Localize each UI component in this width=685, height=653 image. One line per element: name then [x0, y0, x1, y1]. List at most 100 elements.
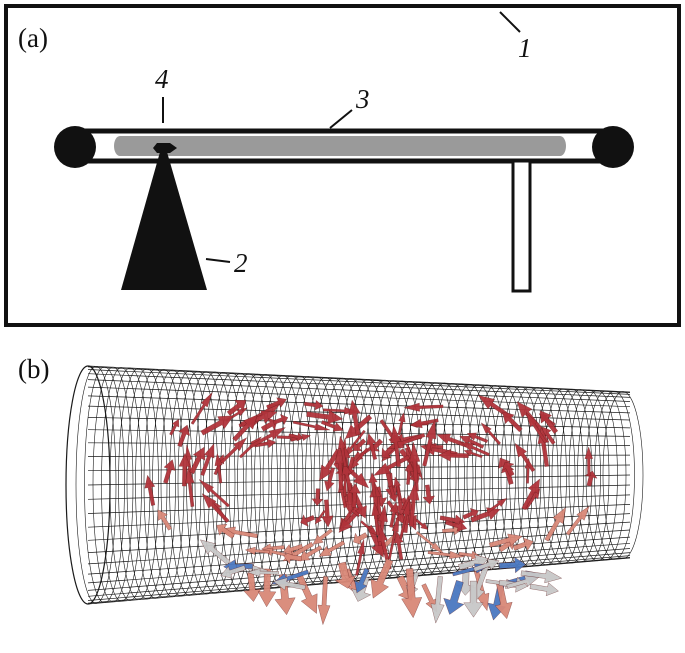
flow-arrow — [422, 484, 435, 505]
tube-end-ball-left — [54, 126, 96, 168]
flow-arrow — [388, 512, 400, 560]
tube-meniscus-right — [554, 136, 566, 156]
flow-arrow — [399, 498, 410, 539]
flow-arrow — [348, 483, 361, 508]
flow-arrow — [306, 409, 344, 425]
flow-arrow — [312, 528, 333, 545]
flow-arrow — [311, 488, 324, 507]
callout-3-leader — [329, 109, 353, 129]
panel-a-label: (a) — [18, 23, 48, 53]
mesh-ring — [75, 366, 117, 604]
flow-arrow — [214, 452, 223, 484]
mesh-ring — [211, 372, 253, 592]
flow-arrow — [506, 575, 539, 589]
mesh-ring — [424, 382, 465, 574]
mesh-ring — [475, 385, 516, 570]
flow-arrow — [565, 505, 590, 536]
flow-arrow — [300, 514, 315, 527]
flow-arrow — [525, 412, 548, 444]
mesh-ring — [577, 390, 618, 562]
flow-arrow — [220, 437, 248, 464]
flow-arrow — [436, 433, 468, 448]
flow-arrow — [430, 576, 445, 624]
callout-2-leader — [205, 258, 231, 263]
flow-arrow — [371, 501, 380, 536]
mesh-ring — [534, 388, 576, 565]
flow-arrow — [473, 558, 500, 572]
flow-arrow — [486, 498, 508, 514]
flow-arrow — [318, 540, 346, 557]
mesh-ring — [313, 377, 355, 584]
callout-4: 4 — [155, 64, 169, 94]
flow-arrow — [413, 517, 429, 530]
flow-arrow — [438, 449, 469, 462]
mesh-ring — [398, 381, 440, 577]
mesh-long-line — [87, 529, 631, 565]
mesh-ring — [560, 389, 601, 563]
flow-arrow — [520, 569, 563, 584]
source-dot — [153, 143, 177, 153]
flow-arrow — [539, 410, 559, 434]
flow-arrow — [404, 461, 414, 485]
flow-arrow — [226, 400, 247, 416]
flow-arrow — [393, 476, 403, 501]
flow-arrow — [353, 532, 368, 545]
flow-arrow — [502, 411, 523, 433]
flow-arrow — [334, 561, 357, 589]
flow-arrow — [189, 446, 206, 475]
flow-arrow — [266, 397, 287, 410]
flow-arrow — [389, 501, 399, 528]
flow-arrow — [368, 472, 378, 498]
panel-b-label: (b) — [18, 354, 49, 384]
mesh-ring — [526, 387, 567, 566]
flow-arrow — [295, 571, 318, 614]
flow-arrow — [283, 544, 303, 556]
flow-arrow — [445, 520, 468, 532]
flow-arrow — [366, 433, 377, 460]
flow-arrow — [460, 441, 490, 457]
flow-arrow — [512, 537, 534, 551]
flow-arrow — [410, 418, 439, 429]
flow-arrow — [463, 449, 483, 458]
flow-arrow — [443, 580, 465, 615]
flow-arrow — [397, 412, 406, 436]
panel-a: (a) 1 3 4 2 — [4, 4, 681, 327]
flow-arrow — [354, 567, 370, 594]
flow-arrow — [200, 443, 215, 476]
flow-arrow — [348, 399, 361, 436]
flow-arrow — [498, 556, 526, 574]
flow-arrow — [480, 422, 501, 445]
flow-arrow — [292, 420, 330, 431]
mesh-ring — [194, 371, 236, 594]
mesh-ring — [177, 370, 219, 595]
mesh-long-line — [87, 555, 631, 601]
flow-arrow — [348, 447, 369, 472]
mesh-long-line — [87, 369, 631, 395]
flow-arrow — [304, 400, 324, 411]
mesh-ring — [118, 368, 159, 600]
flow-arrow — [200, 539, 231, 566]
mesh-ring — [169, 370, 210, 596]
flow-arrow — [489, 533, 523, 548]
flow-arrow — [249, 427, 286, 449]
flow-arrow — [190, 392, 213, 425]
flow-arrow — [185, 466, 195, 507]
flow-arrow — [341, 462, 353, 492]
mesh-ring — [126, 368, 168, 600]
flow-arrow — [407, 481, 420, 527]
flow-arrow — [370, 558, 394, 599]
flow-arrow — [360, 520, 378, 536]
post-support — [511, 159, 532, 293]
flow-arrow — [355, 539, 365, 576]
flow-arrow — [463, 580, 484, 618]
flow-arrow — [353, 438, 367, 451]
mesh-ring — [135, 368, 176, 599]
flow-arrow — [459, 435, 485, 449]
flow-arrow — [321, 499, 334, 528]
flow-arrow — [243, 572, 262, 602]
flow-arrow — [288, 432, 304, 442]
mesh-ring — [84, 366, 125, 603]
flow-arrow — [324, 467, 335, 492]
flow-arrow — [584, 446, 593, 477]
flow-arrow — [198, 479, 230, 508]
